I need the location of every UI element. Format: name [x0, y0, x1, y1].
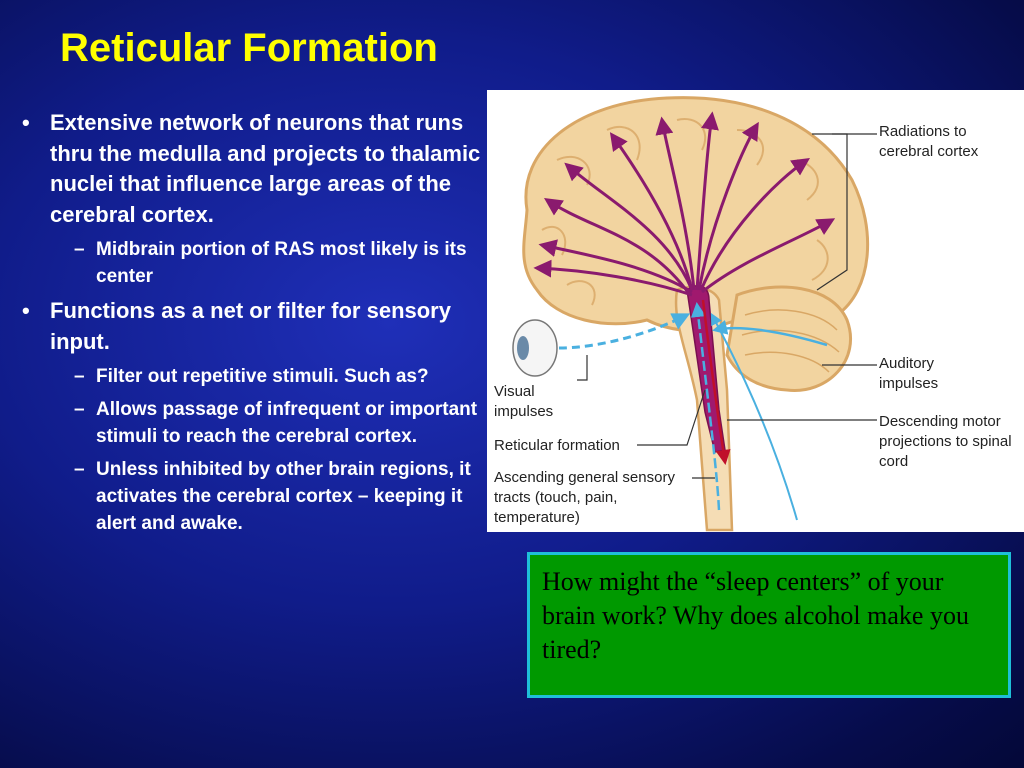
- bullet-list: • Extensive network of neurons that runs…: [16, 108, 486, 543]
- bullet-marker: •: [22, 298, 30, 323]
- sub-bullet-marker: –: [74, 239, 85, 260]
- sub-bullet-text: Unless inhibited by other brain regions,…: [96, 459, 471, 534]
- sub-bullet-item: – Filter out repetitive stimuli. Such as…: [16, 363, 486, 390]
- bullet-text: Functions as a net or filter for sensory…: [50, 298, 451, 354]
- ascending-tract-arrow-2: [710, 312, 798, 521]
- label-visual: Visual impulses: [494, 383, 554, 420]
- sub-bullet-marker: –: [74, 399, 85, 420]
- bullet-marker: •: [22, 110, 30, 135]
- brain-illustration: [512, 96, 877, 532]
- sub-bullet-text: Allows passage of infrequent or importan…: [96, 399, 478, 447]
- sub-bullet-item: – Midbrain portion of RAS most likely is…: [16, 236, 486, 290]
- label-reticular: Reticular formation: [494, 437, 620, 454]
- sub-bullet-marker: –: [74, 459, 85, 480]
- question-box: How might the “sleep centers” of your br…: [527, 552, 1011, 698]
- sub-bullet-item: – Unless inhibited by other brain region…: [16, 456, 486, 537]
- sub-bullet-text: Midbrain portion of RAS most likely is i…: [96, 239, 467, 287]
- label-radiations: Radiations to cerebral cortex: [879, 123, 979, 160]
- radiation-arrows: [533, 111, 836, 297]
- visual-impulse-arrow: [558, 313, 691, 350]
- eye: [512, 319, 558, 377]
- sub-bullet-marker: –: [74, 366, 85, 387]
- ascending-tract-arrow: [690, 302, 721, 511]
- descending-motor-arrow: [701, 299, 731, 465]
- bullet-text: Extensive network of neurons that runs t…: [50, 110, 481, 227]
- auditory-impulse-arrow: [712, 320, 828, 347]
- label-ascending: Ascending general sensory tracts (touch,…: [494, 469, 675, 526]
- label-auditory: Auditory impulses: [879, 355, 939, 392]
- slide-title: Reticular Formation: [60, 26, 438, 70]
- bullet-item: • Functions as a net or filter for senso…: [16, 296, 486, 357]
- label-descending: Descending motor projections to spinal c…: [879, 413, 1012, 470]
- sub-bullet-item: – Allows passage of infrequent or import…: [16, 396, 486, 450]
- cerebellum: [725, 285, 853, 392]
- brain-diagram: Radiations to cerebral cortex Auditory i…: [487, 90, 1024, 532]
- bullet-item: • Extensive network of neurons that runs…: [16, 108, 486, 230]
- leader-lines: [577, 133, 877, 479]
- sub-bullet-text: Filter out repetitive stimuli. Such as?: [96, 366, 429, 387]
